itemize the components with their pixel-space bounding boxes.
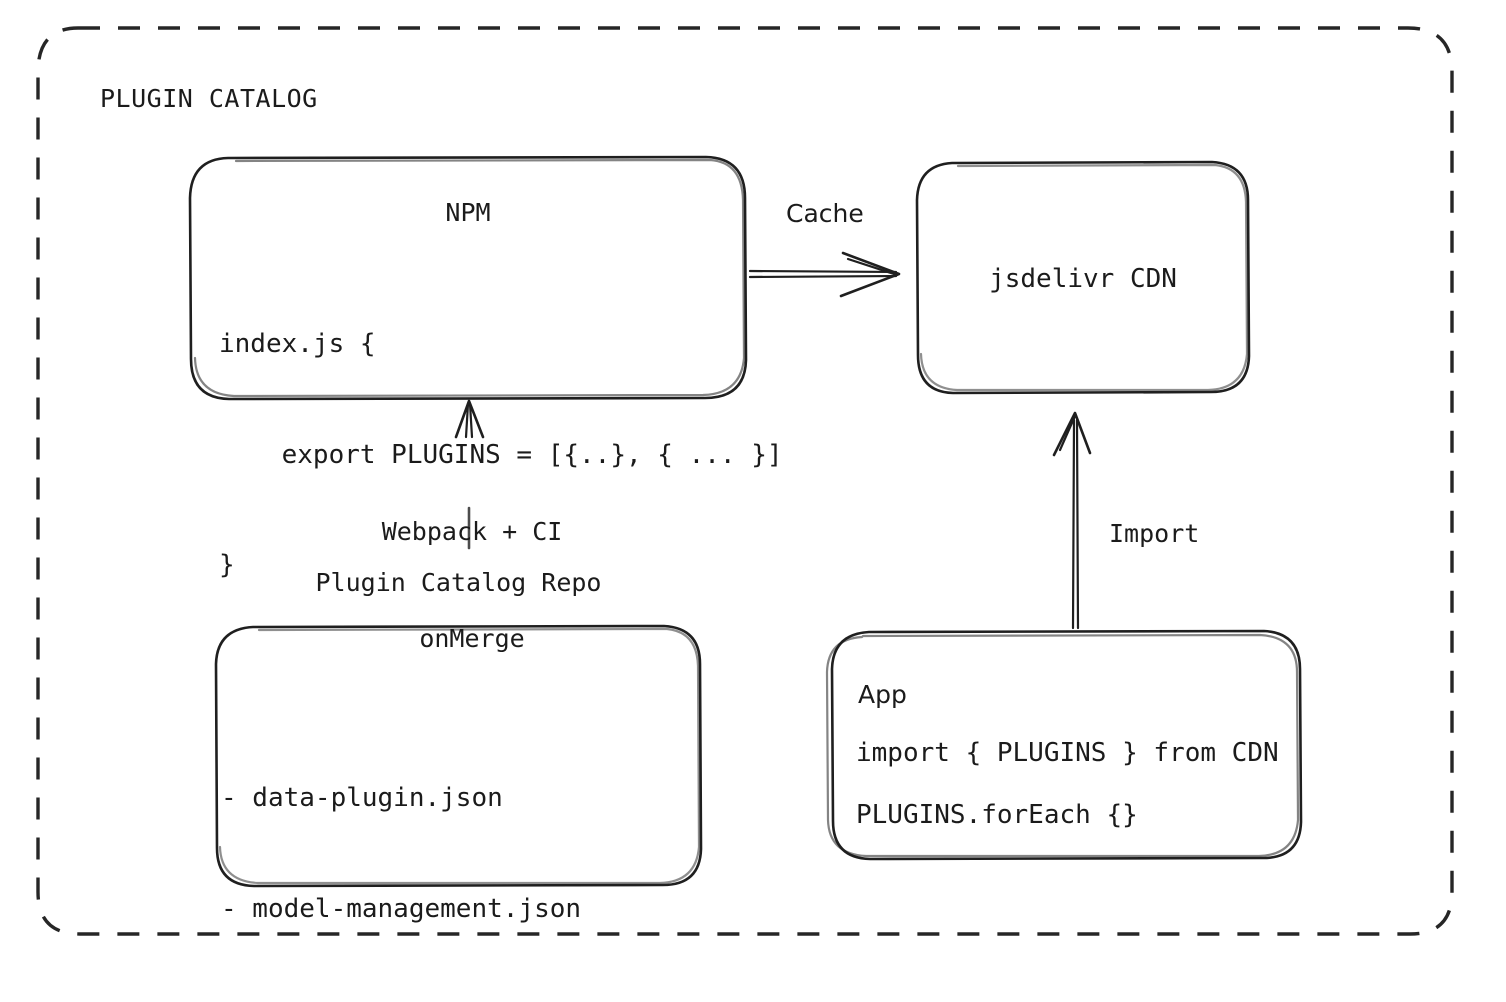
app-node-title: App	[858, 680, 907, 709]
app-code-line-2: PLUGINS.forEach {}	[856, 800, 1138, 830]
edge-label-cache: Cache	[786, 199, 864, 228]
cdn-node-title: jsdelivr CDN	[989, 264, 1177, 294]
edge-label-webpack-ci: Webpack + CI onMerge	[352, 443, 592, 727]
npm-code-block: index.js { export PLUGINS = [{..}, { ...…	[219, 252, 783, 658]
frame-title: PLUGIN CATALOG	[100, 84, 318, 113]
edge-app-to-cdn	[1052, 411, 1092, 630]
cdn-node-outline	[915, 160, 1251, 395]
repo-file-list: - data-plugin.json - model-management.js…	[221, 706, 581, 1002]
edge-label-import: Import	[1109, 519, 1200, 548]
plugin-catalog-frame	[36, 26, 1454, 936]
edge-label-webpack-ci-line-2: onMerge	[419, 623, 525, 653]
repo-file-item: - model-management.json	[221, 893, 582, 924]
npm-node-title: NPM	[445, 198, 491, 227]
edge-repo-to-npm	[454, 399, 485, 550]
repo-file-item: - data-plugin.json	[221, 782, 503, 813]
edge-npm-to-cdn	[748, 251, 901, 298]
npm-node-outline	[188, 155, 748, 401]
app-node-outline	[825, 629, 1303, 861]
app-code-line-1: import { PLUGINS } from CDN	[856, 738, 1279, 768]
npm-code-line-3: }	[219, 550, 235, 581]
npm-code-line-2: export PLUGINS = [{..}, { ... }]	[219, 439, 783, 470]
edge-label-webpack-ci-line-1: Webpack + CI	[381, 517, 563, 546]
repo-node-outline	[214, 624, 703, 888]
npm-code-line-1: index.js {	[219, 328, 376, 359]
repo-node-caption: Plugin Catalog Repo	[315, 568, 602, 597]
